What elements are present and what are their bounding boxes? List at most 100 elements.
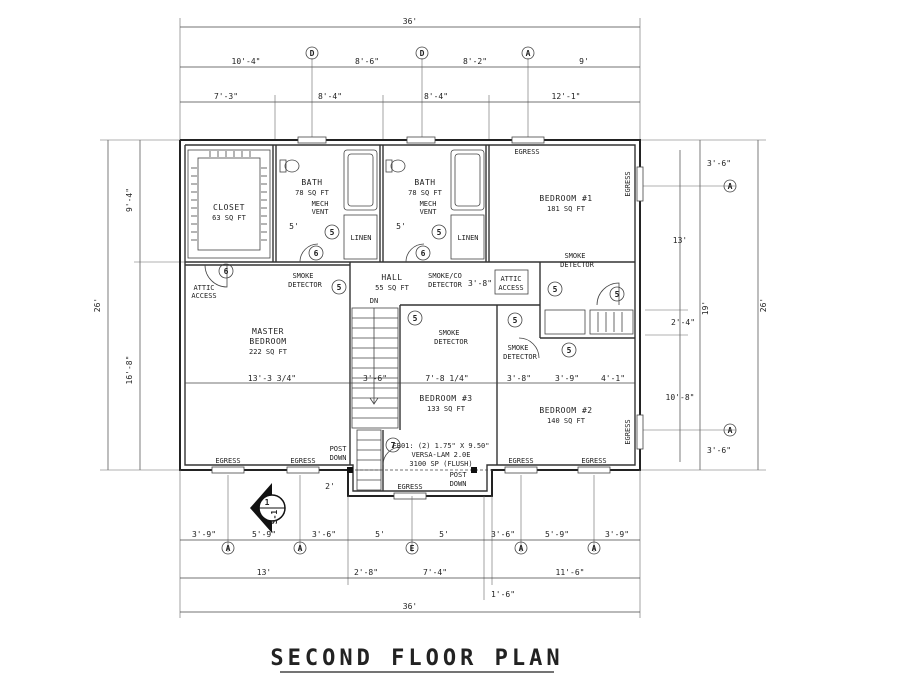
grid-a-label-bottom-2: A [298, 544, 303, 553]
bedroom2-egress-2: EGRESS [581, 457, 606, 465]
bedroom1-window-right [636, 166, 644, 202]
bath1-tub [343, 149, 378, 211]
dim-top-r1-1: 8'-6" [355, 57, 379, 66]
attic2-hatch [494, 269, 529, 295]
bath1-area: 78 SQ FT [295, 189, 330, 197]
dim-hall-38: 3'-8" [468, 279, 492, 288]
bedroom2-closet-2 [589, 309, 634, 335]
post-right-down: DOWN [450, 480, 467, 488]
smoke3-detector: DETECTOR [434, 338, 469, 346]
hall-name: HALL [381, 273, 402, 282]
plan-title: SECOND FLOOR PLAN [270, 646, 563, 671]
grid-d-label-2: D [420, 49, 425, 58]
closet-name: CLOSET [213, 203, 245, 212]
door-tag-5-br1-label: 5 [615, 290, 620, 299]
dim-bottom-r2-1: 2'-8" [354, 568, 378, 577]
dim-right-13: 13' [673, 236, 687, 245]
master-name: MASTER [252, 327, 284, 336]
bath1-vent2: VENT [312, 208, 330, 216]
door-tag-5-hall-right [547, 281, 563, 297]
bedroom2-name: BEDROOM #2 [539, 406, 592, 415]
dim-left-top: 9'-4" [125, 188, 134, 212]
beam-note-1: FB01: (2) 1.75" X 9.50" [393, 442, 490, 450]
dim-bottom-r1-5: 3'-6" [491, 530, 515, 539]
dim-left-bottom: 16'-8" [125, 356, 134, 385]
master-egress-1: EGRESS [215, 457, 240, 465]
dim-top-r2-1: 8'-4" [318, 92, 342, 101]
bath2-toilet [390, 159, 406, 173]
bedroom3-window [393, 492, 427, 500]
dim-bottom-r1-0: 3'-9" [192, 530, 216, 539]
closet-inner [197, 157, 261, 251]
dim-right-36a: 3'-6" [707, 159, 731, 168]
dim-master-w: 13'-3 3/4" [248, 374, 296, 383]
dim-right-19: 19' [701, 301, 710, 315]
master-bedroom: MASTER BEDROOM 222 SQ FT ATTIC ACCESS SM… [185, 272, 350, 474]
dim-br2-a: 3'-8" [507, 374, 531, 383]
bath1-vent: MECH [312, 200, 329, 208]
dim-top-r2-3: 12'-1" [552, 92, 581, 101]
door-tag-5-linen2-label: 5 [437, 228, 442, 237]
hall-area: 55 SQ FT [375, 284, 410, 292]
post-right [471, 467, 477, 473]
attic2-access: ACCESS [498, 284, 523, 292]
bedroom2-window-right [636, 414, 644, 450]
beam-note-2: VERSA-LAM 2.0E [411, 451, 470, 459]
door-tag-7 [385, 437, 401, 453]
bedroom3-egress: EGRESS [397, 483, 422, 491]
master-area: 222 SQ FT [249, 348, 288, 356]
door-tag-6-master-label: 6 [224, 267, 229, 276]
dim-bottom-r1-7: 3'-9" [605, 530, 629, 539]
bath2-window [406, 136, 436, 144]
dim-right-overall: 26' [759, 298, 768, 312]
door-tag-5-linen2 [431, 224, 447, 240]
closet-room: CLOSET 63 SQ FT [187, 149, 271, 259]
grid-bubble-a-bottom-4 [587, 541, 601, 555]
closet-area: 63 SQ FT [212, 214, 247, 222]
door-tag-6-bath1 [308, 245, 324, 261]
grid-bubble-d-1 [305, 46, 319, 60]
bedroom2-area: 140 SQ FT [547, 417, 586, 425]
smoke4-label: SMOKE [507, 344, 528, 352]
door-tags: 6 6 5 6 5 5 5 5 5 5 5 7 [204, 224, 625, 466]
section-marker: 1 S-1 [250, 483, 286, 533]
dim-bottom-r1-2: 3'-6" [312, 530, 336, 539]
closet-shelving [187, 149, 271, 259]
bedroom2-egress-1: EGRESS [508, 457, 533, 465]
door-tag-6-bath1-label: 6 [314, 249, 319, 258]
dim-bottom-r1-4: 5' [439, 530, 449, 539]
grid-a-label-right-2: A [728, 426, 733, 435]
door-tag-5-br2-label: 5 [567, 346, 572, 355]
post-right-label: POST [450, 471, 468, 479]
door-tag-6-bath2-label: 6 [421, 249, 426, 258]
dim-br2-c: 4'-1" [601, 374, 625, 383]
top-dimensions: 36' 10'-4" 8'-6" 8'-2" 9' D D A 7'-3" 8'… [179, 17, 641, 140]
master-window-1 [211, 466, 245, 474]
interior-walls [185, 145, 635, 491]
dim-right-36b: 3'-6" [707, 446, 731, 455]
dim-bath-5a: 5' [289, 222, 299, 231]
dim-overall-top: 36' [403, 17, 417, 26]
bath2-area: 78 SQ FT [408, 189, 443, 197]
door-tag-5-hall-left-label: 5 [337, 283, 342, 292]
bedroom-3: SMOKE DETECTOR 7'-8 1/4" BEDROOM #3 133 … [325, 329, 497, 500]
dim-bottom-r2-2: 7'-4" [423, 568, 447, 577]
bedroom3-name: BEDROOM #3 [419, 394, 472, 403]
door-tag-6-master [218, 263, 234, 279]
door-tag-5-closet2 [507, 312, 523, 328]
door-tag-7-label: 7 [391, 441, 396, 450]
smoke2-detector: DETECTOR [560, 261, 595, 269]
bath1-linen: LINEN [350, 234, 371, 242]
bath-2: BATH 78 SQ FT MECH VENT LINEN 5' [385, 136, 485, 260]
smoke4-detector: DETECTOR [503, 353, 538, 361]
closet-rods [191, 151, 267, 241]
door-tag-6-bath2 [415, 245, 431, 261]
dim-br2-b: 3'-9" [555, 374, 579, 383]
smoke1-detector: DETECTOR [288, 281, 323, 289]
hall-stair: HALL 55 SQ FT SMOKE/CO DETECTOR 3'-8" AT… [350, 269, 529, 491]
dim-post-2: 2' [325, 482, 335, 491]
dim-top-r2-2: 8'-4" [424, 92, 448, 101]
grid-bubble-a-right-2 [723, 423, 737, 437]
door-tag-5-br2 [561, 342, 577, 358]
